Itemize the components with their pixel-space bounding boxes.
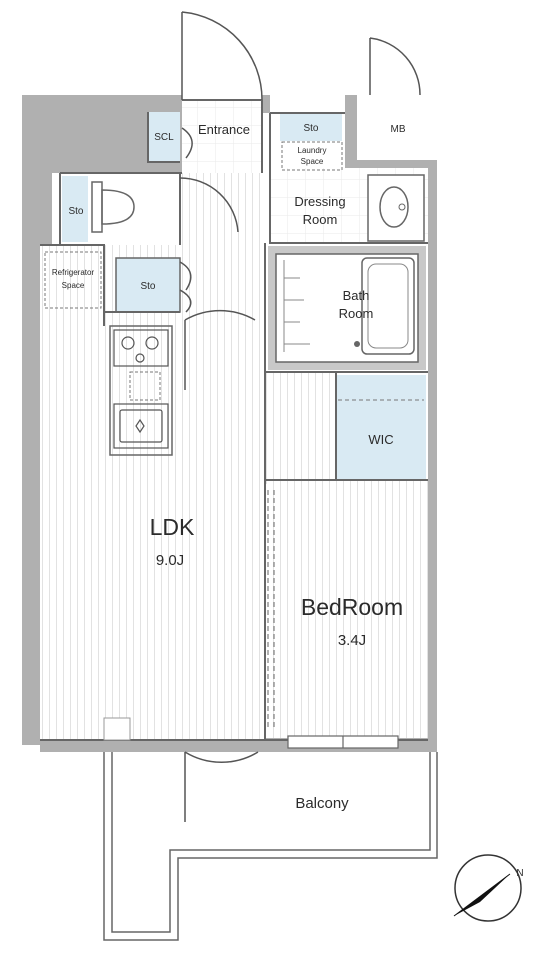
sto-toilet-label: Sto <box>68 206 83 217</box>
bedroom-size: 3.4J <box>338 632 366 649</box>
washbasin <box>367 174 425 242</box>
laundry-label-2: Space <box>301 157 324 166</box>
bath-label-2: Room <box>339 306 374 321</box>
scl-label: SCL <box>154 132 174 143</box>
refrigerator-space-outline <box>44 251 102 309</box>
north-arrow-icon: N <box>453 854 524 922</box>
dressing-label-2: Room <box>303 212 338 227</box>
entrance-floor <box>182 100 262 173</box>
ldk-floor <box>40 173 335 740</box>
refrigerator-label-2: Space <box>62 281 85 290</box>
dressing-label-1: Dressing <box>294 194 345 209</box>
north-label: N <box>516 868 523 879</box>
sto-main-label: Sto <box>140 281 155 292</box>
ldk-size: 9.0J <box>156 552 184 569</box>
storage-fill <box>62 112 426 480</box>
door-swing <box>179 11 421 822</box>
balcony-label: Balcony <box>295 795 349 812</box>
laundry-label-1: Laundry <box>298 146 327 155</box>
toilet <box>91 181 135 233</box>
mb-label: MB <box>391 124 406 135</box>
sto-entrance-label: Sto <box>303 123 318 134</box>
bedroom-sliding-door <box>267 490 275 730</box>
refrigerator-label-1: Refrigerator <box>52 268 95 277</box>
laundry-space-outline <box>281 141 343 171</box>
kitchen-sink <box>113 403 169 449</box>
bathroom-block <box>268 246 426 370</box>
bedroom-floor <box>270 480 428 738</box>
balcony-outline <box>103 752 438 941</box>
wic-label: WIC <box>368 432 393 447</box>
ldk-name: LDK <box>150 514 195 540</box>
bedroom-name: BedRoom <box>301 594 403 620</box>
kitchen-appliance-space <box>129 371 161 401</box>
kitchen-stove <box>113 329 169 367</box>
bath-label-1: Bath <box>343 288 370 303</box>
column <box>103 717 131 741</box>
bedroom-window <box>287 735 399 749</box>
entrance-label: Entrance <box>198 122 250 137</box>
